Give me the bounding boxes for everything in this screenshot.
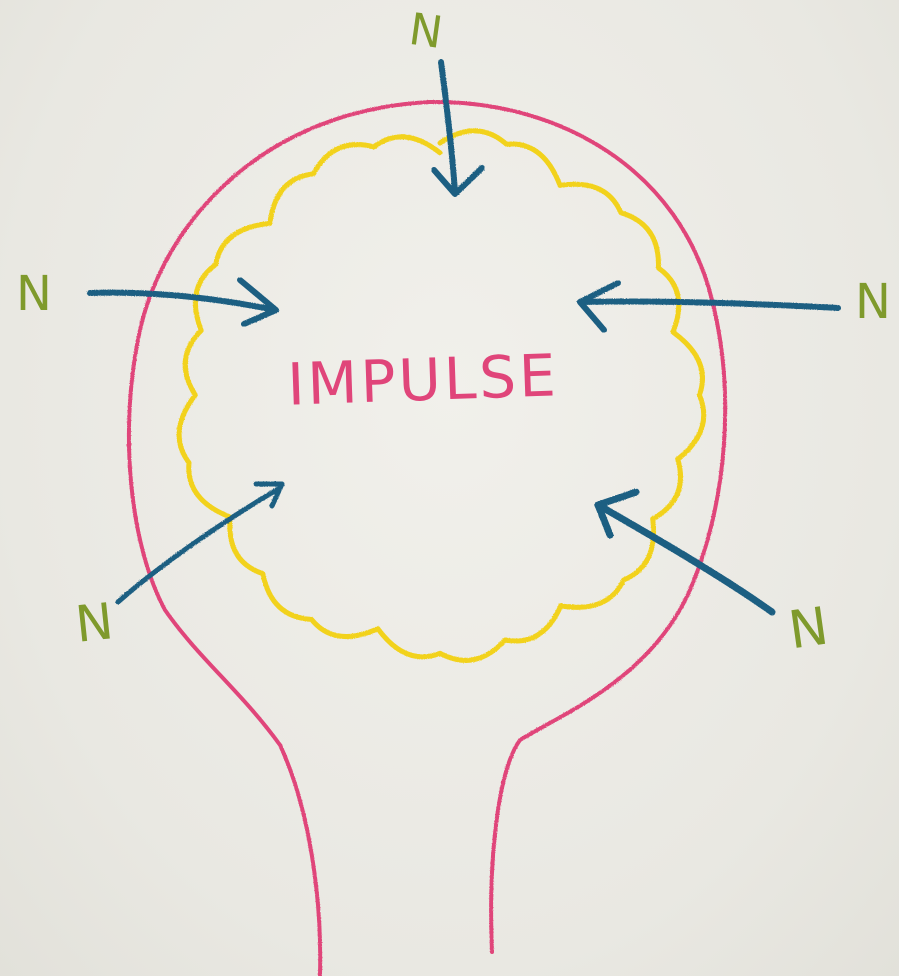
inner-cloud-shape [176, 128, 707, 663]
arrow-bottom-left [115, 481, 285, 605]
center-label: IMPULSE [286, 341, 560, 418]
outer-outline-shape [126, 99, 728, 976]
arrow-left [87, 277, 279, 327]
node-label-right: N [855, 274, 891, 330]
arrow-bottom-right [594, 488, 776, 616]
node-label-bottom-right: N [785, 597, 832, 662]
node-label-top: N [406, 4, 446, 59]
node-label-left: N [16, 266, 52, 322]
arrow-top [431, 59, 485, 197]
node-label-bottom-left: N [73, 592, 116, 654]
arrow-right [577, 280, 841, 333]
